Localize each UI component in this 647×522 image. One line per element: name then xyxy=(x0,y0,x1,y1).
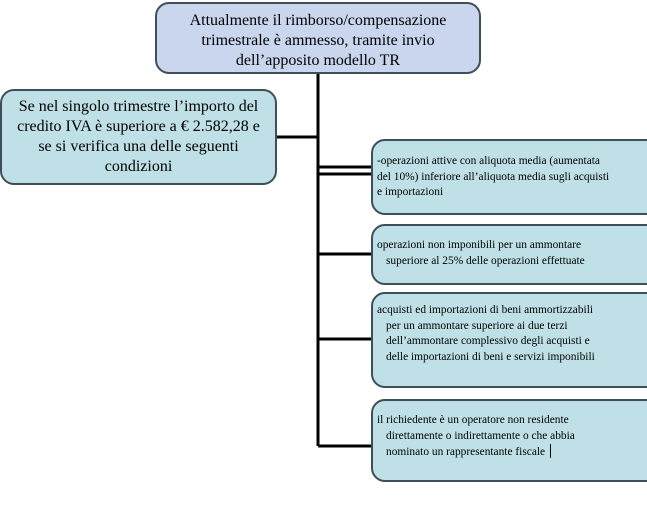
condition-3-line-3: dell’ammontare complessivo degli acquist… xyxy=(386,335,590,347)
left-box-line-4: condizioni xyxy=(104,158,173,175)
top-box-line-1: Attualmente il rimborso/compensazione xyxy=(189,12,447,29)
condition-box-3: acquisti ed importazioni di beni ammorti… xyxy=(371,292,647,388)
condition-1-line-1: -operazioni attive con aliquota media (a… xyxy=(377,155,600,167)
condition-3-line-1: acquisti ed importazioni di beni ammorti… xyxy=(377,304,594,316)
condition-1-line-3: e importazioni xyxy=(377,186,444,198)
condition-1-line-2: del 10%) inferiore all’aliquota media su… xyxy=(377,170,610,183)
left-box-line-3: se si verifica una delle seguenti xyxy=(38,138,239,155)
condition-box-1: -operazioni attive con aliquota media (a… xyxy=(371,139,647,215)
condition-4-line-3: nominato un rappresentante fiscale xyxy=(386,446,546,458)
condition-3-line-2: per un ammontare superiore ai due terzi xyxy=(386,319,568,332)
condition-2-line-1: operazioni non imponibili per un ammonta… xyxy=(377,239,582,251)
left-box-line-2: credito IVA è superiore a € 2.582,28 e xyxy=(17,118,260,135)
text-cursor xyxy=(550,444,552,458)
condition-3-line-4: delle importazioni di beni e servizi imp… xyxy=(386,350,595,363)
condition-box-4: il richiedente è un operatore non reside… xyxy=(371,399,647,482)
condition-box-2: operazioni non imponibili per un ammonta… xyxy=(371,224,647,285)
left-box: Se nel singolo trimestre l’importo del c… xyxy=(0,89,277,185)
top-box-line-3: dell’apposito modello TR xyxy=(235,52,401,69)
top-box-line-2: trimestrale è ammesso, tramite invio xyxy=(201,32,435,49)
top-box: Attualmente il rimborso/compensazione tr… xyxy=(155,2,481,74)
condition-4-line-1: il richiedente è un operatore non reside… xyxy=(377,414,569,426)
condition-4-line-2: direttamente o indirettamente o che abbi… xyxy=(386,429,575,442)
left-box-line-1: Se nel singolo trimestre l’importo del xyxy=(18,98,259,115)
condition-2-line-2: superiore al 25% delle operazioni effett… xyxy=(386,254,585,267)
